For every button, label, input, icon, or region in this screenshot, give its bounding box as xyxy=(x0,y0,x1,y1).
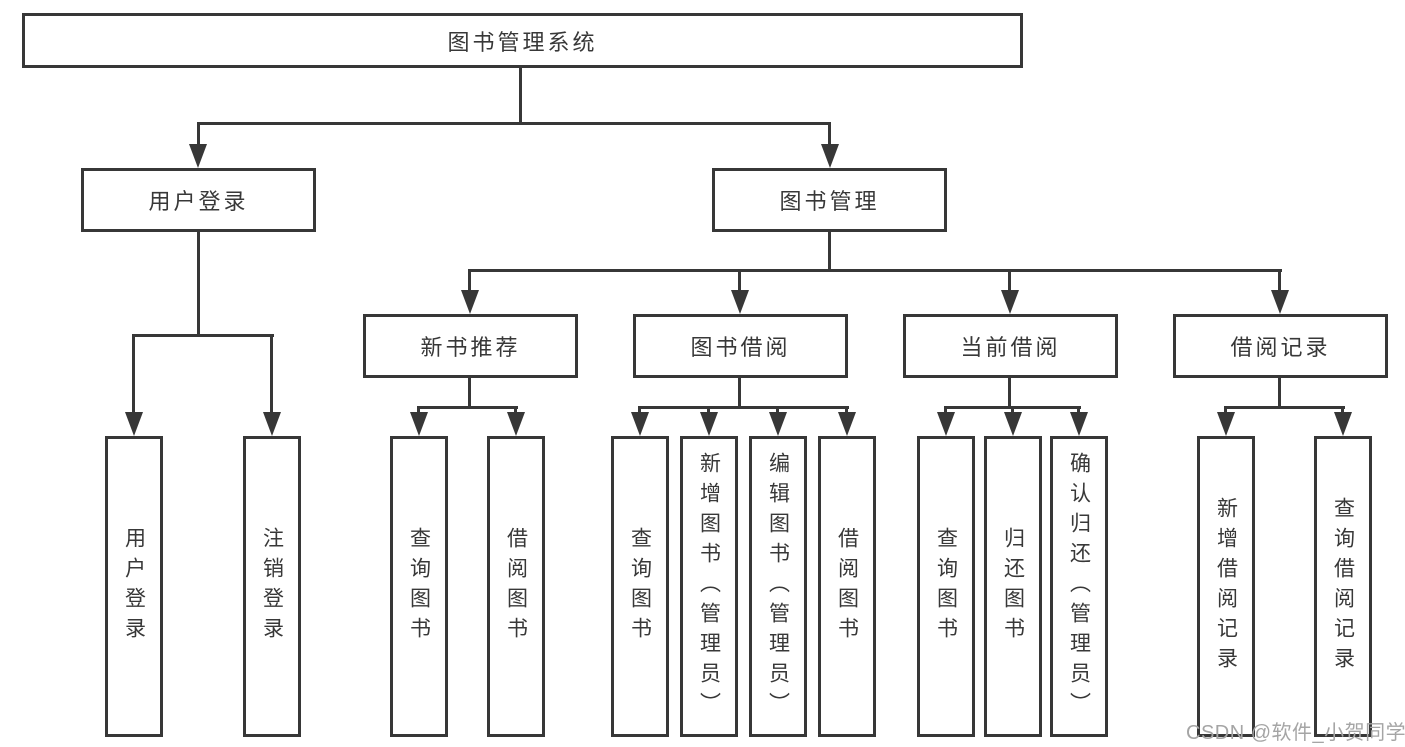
connector-line xyxy=(417,406,420,414)
node-new-book-recommendation-label: 新书推荐 xyxy=(420,335,521,360)
leaf-query-borrow-record: 查询借阅记录 xyxy=(1314,436,1372,737)
connector-line xyxy=(197,232,200,337)
arrowhead-down-icon xyxy=(125,412,143,436)
node-root-system-label: 图书管理系统 xyxy=(447,29,598,55)
arrowhead-down-icon xyxy=(1001,290,1019,314)
connector-line xyxy=(1011,406,1014,414)
leaf-query-books-current: 查询图书 xyxy=(917,436,975,737)
leaf-add-books-admin-label: 新增图书（管理员） xyxy=(697,451,721,722)
leaf-borrow-books-recommend: 借阅图书 xyxy=(487,436,545,737)
leaf-borrow-books: 借阅图书 xyxy=(818,436,876,737)
arrowhead-down-icon xyxy=(1217,412,1235,436)
node-new-book-recommendation: 新书推荐 xyxy=(363,314,578,378)
node-book-management-label: 图书管理 xyxy=(779,189,880,214)
connector-line xyxy=(1278,378,1281,409)
leaf-return-books-label: 归还图书 xyxy=(1001,526,1025,647)
arrowhead-down-icon xyxy=(700,412,718,436)
leaf-confirm-return-admin-label: 确认归还（管理员） xyxy=(1067,451,1091,722)
connector-line xyxy=(1224,406,1345,409)
leaf-edit-books-admin-label: 编辑图书（管理员） xyxy=(766,451,790,722)
arrowhead-down-icon xyxy=(461,290,479,314)
leaf-edit-books-admin: 编辑图书（管理员） xyxy=(749,436,807,737)
node-current-borrowing-label: 当前借阅 xyxy=(960,335,1061,360)
leaf-add-books-admin: 新增图书（管理员） xyxy=(680,436,738,737)
node-current-borrowing: 当前借阅 xyxy=(903,314,1118,378)
leaf-user-login: 用户登录 xyxy=(105,436,163,737)
node-user-login-label: 用户登录 xyxy=(148,189,249,214)
connector-line xyxy=(738,269,741,293)
arrowhead-down-icon xyxy=(189,144,207,168)
connector-line xyxy=(738,378,741,409)
leaf-user-login-label: 用户登录 xyxy=(122,526,146,647)
arrowhead-down-icon xyxy=(821,144,839,168)
connector-line xyxy=(707,406,710,414)
arrowhead-down-icon xyxy=(631,412,649,436)
leaf-query-books-current-label: 查询图书 xyxy=(934,526,958,647)
connector-line xyxy=(1008,269,1011,293)
arrowhead-down-icon xyxy=(410,412,428,436)
arrowhead-down-icon xyxy=(769,412,787,436)
leaf-query-books-borrow-label: 查询图书 xyxy=(628,526,652,647)
node-root-system: 图书管理系统 xyxy=(22,13,1023,68)
leaf-query-books-recommend-label: 查询图书 xyxy=(407,526,431,647)
node-borrowing-records: 借阅记录 xyxy=(1173,314,1388,378)
connector-line xyxy=(468,378,471,409)
leaf-confirm-return-admin: 确认归还（管理员） xyxy=(1050,436,1108,737)
node-book-borrowing-label: 图书借阅 xyxy=(690,335,791,360)
connector-line xyxy=(638,406,641,414)
leaf-borrow-books-recommend-label: 借阅图书 xyxy=(504,526,528,647)
connector-line xyxy=(132,334,274,337)
arrowhead-down-icon xyxy=(1334,412,1352,436)
connector-line xyxy=(132,334,135,414)
arrowhead-down-icon xyxy=(1271,290,1289,314)
leaf-borrow-books-label: 借阅图书 xyxy=(835,526,859,647)
leaf-query-books-borrow: 查询图书 xyxy=(611,436,669,737)
connector-line xyxy=(944,406,947,414)
arrowhead-down-icon xyxy=(731,290,749,314)
leaf-logout-label: 注销登录 xyxy=(260,526,284,647)
leaf-add-borrow-record: 新增借阅记录 xyxy=(1197,436,1255,737)
connector-line xyxy=(270,334,273,414)
connector-line xyxy=(468,269,1282,272)
leaf-query-books-recommend: 查询图书 xyxy=(390,436,448,737)
connector-line xyxy=(776,406,779,414)
connector-line xyxy=(514,406,517,414)
arrowhead-down-icon xyxy=(1070,412,1088,436)
connector-line xyxy=(468,269,471,293)
connector-line xyxy=(1008,378,1011,409)
connector-line xyxy=(1341,406,1344,414)
connector-line xyxy=(828,122,831,148)
node-book-borrowing: 图书借阅 xyxy=(633,314,848,378)
connector-line xyxy=(1077,406,1080,414)
leaf-add-borrow-record-label: 新增借阅记录 xyxy=(1214,496,1238,677)
connector-line xyxy=(417,406,518,409)
leaf-logout: 注销登录 xyxy=(243,436,301,737)
connector-line xyxy=(197,122,200,148)
arrowhead-down-icon xyxy=(1004,412,1022,436)
connector-line xyxy=(845,406,848,414)
connector-line xyxy=(1224,406,1227,414)
arrowhead-down-icon xyxy=(263,412,281,436)
arrowhead-down-icon xyxy=(937,412,955,436)
arrowhead-down-icon xyxy=(838,412,856,436)
arrowhead-down-icon xyxy=(507,412,525,436)
node-book-management: 图书管理 xyxy=(712,168,947,232)
connector-line xyxy=(519,68,522,125)
connector-line xyxy=(828,232,831,272)
connector-line xyxy=(638,406,849,409)
node-borrowing-records-label: 借阅记录 xyxy=(1230,335,1331,360)
leaf-return-books: 归还图书 xyxy=(984,436,1042,737)
connector-line xyxy=(1278,269,1281,293)
connector-line xyxy=(197,122,831,125)
leaf-query-borrow-record-label: 查询借阅记录 xyxy=(1331,496,1355,677)
node-user-login: 用户登录 xyxy=(81,168,316,232)
